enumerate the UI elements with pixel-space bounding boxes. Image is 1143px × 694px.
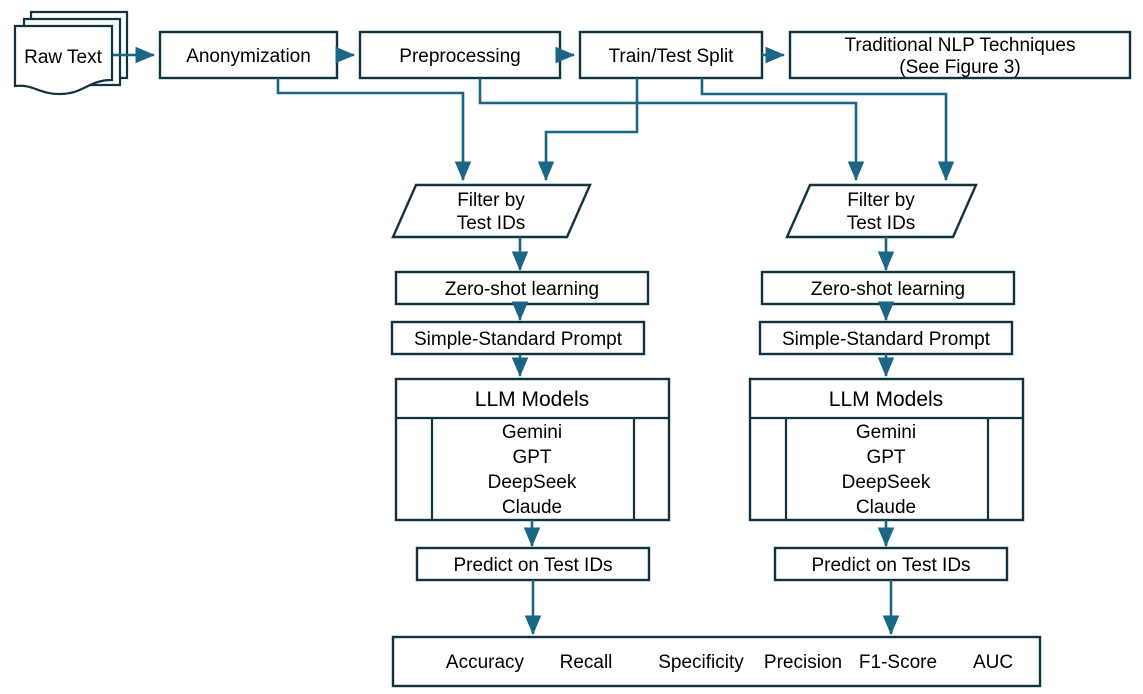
preprocessing-box — [358, 30, 562, 80]
node-prompt-right[interactable]: Simple-Standard Prompt — [758, 320, 1014, 356]
filter-left-line1: Filter by — [457, 190, 525, 211]
left-branch-column: Filter by Test IDs Zero-shot learning Si… — [390, 183, 671, 636]
prompt-left-box — [390, 320, 646, 356]
llm-left-model-3: Claude — [502, 497, 562, 518]
node-filter-left[interactable]: Filter by Test IDs — [391, 183, 592, 239]
predict-right-box — [773, 546, 1009, 582]
prompt-right-box — [758, 320, 1014, 356]
conn-split-to-right-filter — [700, 78, 955, 182]
node-raw-text[interactable]: Raw Text — [13, 10, 129, 96]
metric-accuracy: Accuracy — [446, 652, 525, 673]
predict-right-label: Predict on Test IDs — [811, 555, 970, 576]
node-traditional-nlp[interactable]: Traditional NLP Techniques (See Figure 3… — [788, 30, 1132, 80]
raw-text-sheet-front — [13, 24, 114, 96]
filter-left-parallelogram — [391, 183, 592, 239]
node-prompt-left[interactable]: Simple-Standard Prompt — [390, 320, 646, 356]
metric-specificity: Specificity — [658, 652, 744, 673]
node-llm-models-left[interactable]: LLM Models Gemini GPT DeepSeek Claude — [394, 377, 671, 522]
llm-left-model-2: DeepSeek — [488, 472, 577, 493]
filter-right-parallelogram — [785, 183, 978, 239]
llm-left-outer-box — [394, 377, 671, 522]
conn-preprocessing-to-right-filter — [478, 78, 865, 182]
metric-recall: Recall — [560, 652, 613, 673]
predict-left-label: Predict on Test IDs — [453, 555, 612, 576]
node-llm-models-right[interactable]: LLM Models Gemini GPT DeepSeek Claude — [748, 377, 1025, 522]
zeroshot-left-box — [394, 270, 650, 306]
metric-auc: AUC — [973, 652, 1013, 673]
node-predict-right[interactable]: Predict on Test IDs — [773, 546, 1009, 582]
traditional-nlp-box — [788, 30, 1132, 80]
llm-left-model-1: GPT — [512, 447, 551, 468]
predict-left-box — [415, 546, 651, 582]
zeroshot-right-box — [760, 270, 1016, 306]
filter-right-line2: Test IDs — [847, 213, 916, 234]
prompt-left-label: Simple-Standard Prompt — [414, 329, 623, 350]
metric-precision: Precision — [764, 652, 842, 673]
node-zeroshot-left[interactable]: Zero-shot learning — [394, 270, 650, 306]
node-zeroshot-right[interactable]: Zero-shot learning — [760, 270, 1016, 306]
node-filter-right[interactable]: Filter by Test IDs — [785, 183, 978, 239]
prompt-right-label: Simple-Standard Prompt — [782, 329, 991, 350]
node-metrics-bar[interactable]: Accuracy Recall Specificity Precision F1… — [391, 635, 1042, 688]
llm-right-model-3: Claude — [856, 497, 916, 518]
zeroshot-left-label: Zero-shot learning — [445, 279, 599, 300]
filter-left-line2: Test IDs — [457, 213, 526, 234]
traditional-nlp-line2: (See Figure 3) — [899, 57, 1020, 78]
llm-left-model-0: Gemini — [502, 422, 562, 443]
llm-right-model-1: GPT — [866, 447, 905, 468]
node-train-test-split[interactable]: Train/Test Split — [578, 30, 764, 80]
conn-split-to-left-filter — [537, 78, 639, 182]
anonymization-box — [158, 30, 339, 80]
filter-right-line1: Filter by — [847, 190, 915, 211]
node-predict-left[interactable]: Predict on Test IDs — [415, 546, 651, 582]
preprocessing-label: Preprocessing — [399, 46, 520, 67]
llm-left-header-label: LLM Models — [475, 388, 589, 411]
node-preprocessing[interactable]: Preprocessing — [358, 30, 562, 80]
llm-right-model-0: Gemini — [856, 422, 916, 443]
zeroshot-right-label: Zero-shot learning — [811, 279, 965, 300]
metric-f1-score: F1-Score — [859, 652, 937, 673]
metrics-box — [391, 635, 1042, 688]
train-test-split-label: Train/Test Split — [609, 46, 735, 67]
conn-anonymization-to-left-filter — [276, 78, 472, 182]
node-anonymization[interactable]: Anonymization — [158, 30, 339, 80]
llm-right-header-label: LLM Models — [829, 388, 943, 411]
raw-text-label: Raw Text — [24, 47, 103, 68]
llm-right-model-2: DeepSeek — [842, 472, 931, 493]
anonymization-label: Anonymization — [186, 46, 311, 67]
right-branch-column: Filter by Test IDs Zero-shot learning Si… — [748, 183, 1025, 636]
traditional-nlp-line1: Traditional NLP Techniques — [845, 35, 1076, 56]
